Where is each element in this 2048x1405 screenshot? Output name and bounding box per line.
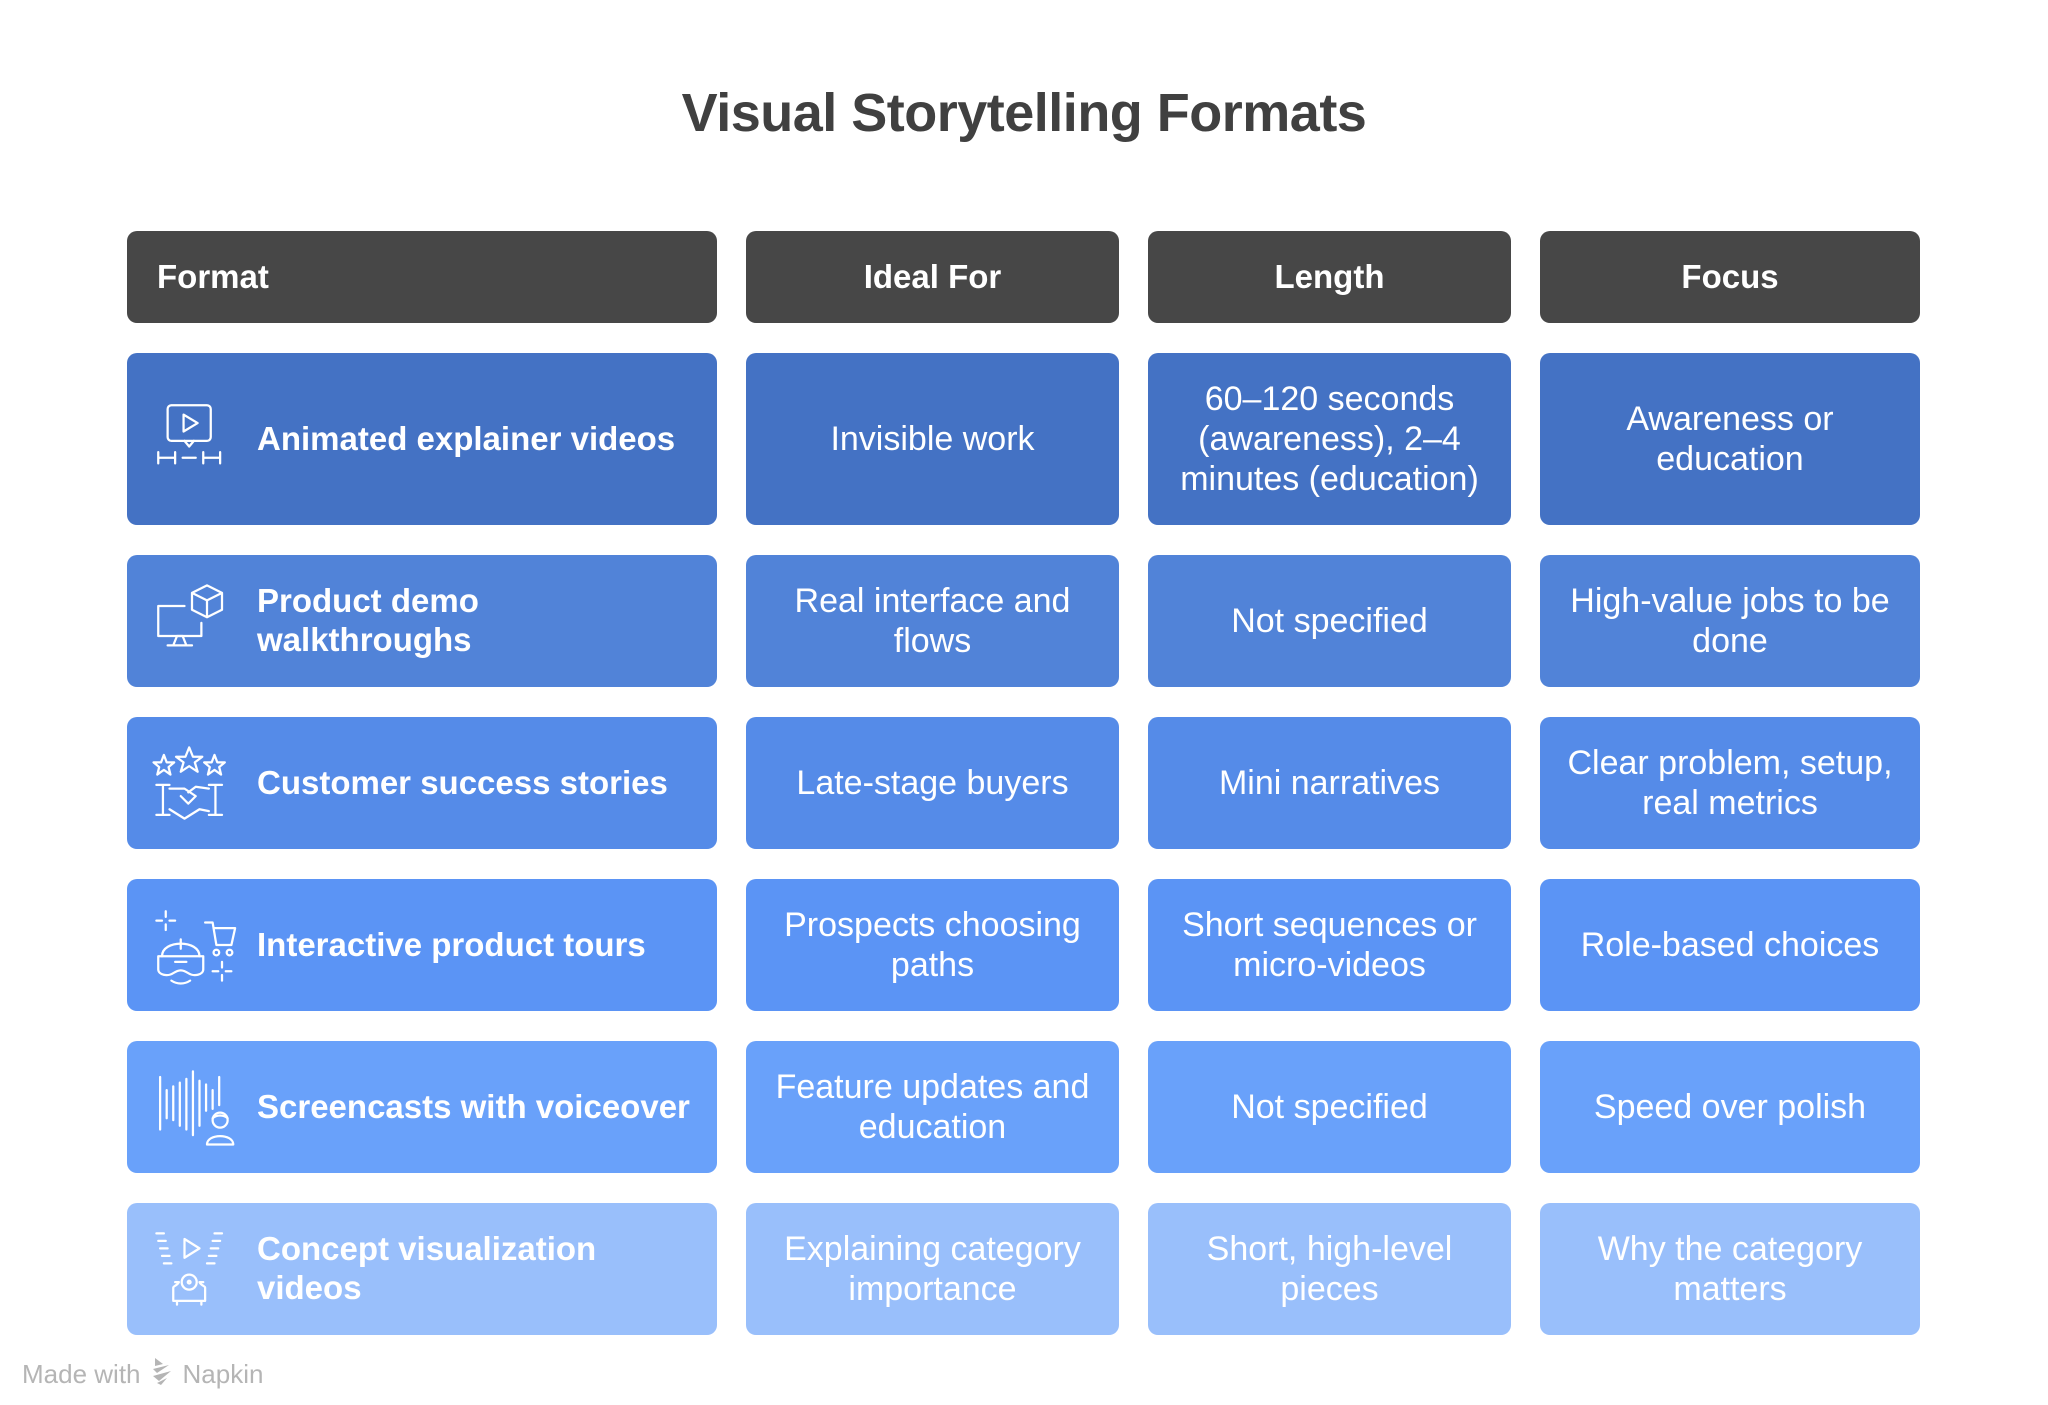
- cell-text: Short sequences or micro-videos: [1182, 905, 1477, 984]
- header-format: Format: [127, 231, 717, 323]
- header-focus: Focus: [1540, 231, 1920, 323]
- video-message-timeline-icon: [147, 394, 237, 484]
- cell-format: Interactive product tours: [127, 879, 717, 1011]
- cell-text: Clear problem, setup, real metrics: [1567, 743, 1893, 822]
- cell-text: Not specified: [1231, 601, 1428, 640]
- cell-text: Animated explainer videos: [257, 419, 676, 457]
- cell-text: Screencasts with voiceover: [257, 1087, 690, 1125]
- page-title: Visual Storytelling Formats: [681, 83, 1367, 143]
- footer-credit: Made with Napkin: [22, 1356, 263, 1393]
- cell-format: Product demo walkthroughs: [127, 555, 717, 687]
- cell-text: High-value jobs to be done: [1570, 581, 1890, 660]
- cell-text: Explaining category importance: [784, 1229, 1081, 1308]
- cell-text: Prospects choosing paths: [784, 905, 1081, 984]
- cell-ideal-for: Real interface and flows: [746, 555, 1119, 687]
- cell-ideal-for: Late-stage buyers: [746, 717, 1119, 849]
- cell-text: Concept visualization videos: [257, 1230, 597, 1306]
- cell-text: Feature updates and education: [775, 1067, 1090, 1146]
- cell-length: 60–120 seconds (awareness), 2–4 minutes …: [1148, 353, 1511, 525]
- cell-ideal-for: Feature updates and education: [746, 1041, 1119, 1173]
- footer-prefix: Made with: [22, 1359, 141, 1389]
- cell-format: Customer success stories: [127, 717, 717, 849]
- cell-ideal-for: Invisible work: [746, 353, 1119, 525]
- cell-ideal-for: Prospects choosing paths: [746, 879, 1119, 1011]
- cell-length: Not specified: [1148, 1041, 1511, 1173]
- cell-length: Not specified: [1148, 555, 1511, 687]
- header-ideal-for: Ideal For: [746, 231, 1119, 323]
- play-projector-icon: [147, 1224, 237, 1314]
- cell-text: 60–120 seconds (awareness), 2–4 minutes …: [1180, 379, 1479, 499]
- cell-focus: Role-based choices: [1540, 879, 1920, 1011]
- stars-handshake-icon: [147, 738, 237, 828]
- cell-length: Mini narratives: [1148, 717, 1511, 849]
- header-length: Length: [1148, 231, 1511, 323]
- cell-length: Short sequences or micro-videos: [1148, 879, 1511, 1011]
- soundwave-person-icon: [147, 1062, 237, 1152]
- cell-text: Role-based choices: [1580, 925, 1880, 964]
- cell-focus: Speed over polish: [1540, 1041, 1920, 1173]
- napkin-logo-icon: [149, 1356, 175, 1393]
- vr-headset-cart-icon: [147, 900, 237, 990]
- cell-text: Short, high-level pieces: [1206, 1229, 1453, 1308]
- cell-text: Interactive product tours: [257, 925, 646, 963]
- cell-text: Speed over polish: [1593, 1087, 1867, 1126]
- cell-focus: High-value jobs to be done: [1540, 555, 1920, 687]
- cell-focus: Why the category matters: [1540, 1203, 1920, 1335]
- monitor-cube-icon: [147, 576, 237, 666]
- cell-focus: Awareness or education: [1540, 353, 1920, 525]
- cell-format: Animated explainer videos: [127, 353, 717, 525]
- cell-text: Mini narratives: [1218, 763, 1441, 802]
- cell-text: Awareness or education: [1626, 399, 1834, 478]
- footer-brand: Napkin: [182, 1359, 264, 1389]
- cell-text: Late-stage buyers: [796, 763, 1069, 802]
- cell-format: Screencasts with voiceover: [127, 1041, 717, 1173]
- cell-text: Not specified: [1231, 1087, 1428, 1126]
- cell-focus: Clear problem, setup, real metrics: [1540, 717, 1920, 849]
- cell-ideal-for: Explaining category importance: [746, 1203, 1119, 1335]
- cell-format: Concept visualization videos: [127, 1203, 717, 1335]
- cell-text: Why the category matters: [1597, 1229, 1863, 1308]
- cell-text: Real interface and flows: [794, 581, 1071, 660]
- cell-length: Short, high-level pieces: [1148, 1203, 1511, 1335]
- cell-text: Product demo walkthroughs: [257, 582, 479, 658]
- cell-text: Invisible work: [830, 419, 1035, 458]
- cell-text: Customer success stories: [257, 763, 668, 801]
